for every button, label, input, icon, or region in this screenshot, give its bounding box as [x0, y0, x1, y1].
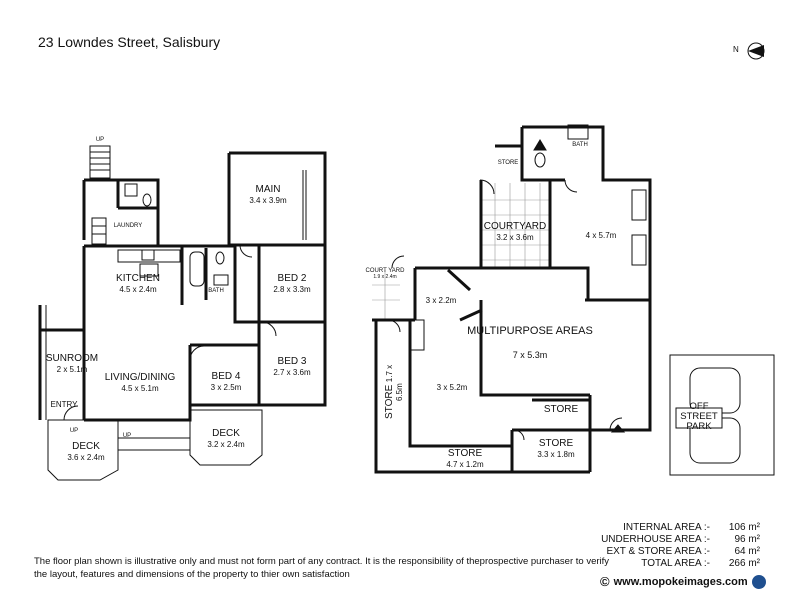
area-row-internal: INTERNAL AREA :-106 m²: [623, 522, 760, 533]
brand-logo-icon: [751, 574, 766, 589]
north-letter: N: [733, 45, 739, 54]
room-4x5-7: 4 x 5.7m: [585, 231, 617, 240]
disclaimer-text: The floor plan shown is illustrative onl…: [34, 556, 610, 581]
room-bath-left: BATH: [208, 288, 224, 294]
room-store-mid: STORE: [543, 404, 579, 415]
room-laundry: LAUNDRY: [113, 223, 143, 229]
deck-up-label: UP: [122, 433, 132, 439]
area-row-underhouse: UNDERHOUSE AREA :-96 m²: [601, 534, 760, 545]
north-arrow-icon: N: [733, 40, 765, 62]
room-3x2-2: 3 x 2.2m: [425, 296, 457, 305]
website-link[interactable]: www.mopokeimages.com: [613, 575, 748, 588]
off-street-park-label: OFF STREET PARK: [680, 401, 718, 432]
room-bath-right: BATH: [572, 142, 588, 148]
area-row-total: TOTAL AREA :-266 m²: [641, 558, 760, 569]
stair-up-label: UP: [95, 137, 105, 143]
brand-footer: © www.mopokeimages.com: [600, 574, 766, 589]
copyright-symbol: ©: [600, 574, 610, 589]
room-store-top: STORE: [497, 160, 519, 166]
room-entry: ENTRY: [50, 400, 78, 409]
area-summary: INTERNAL AREA :-106 m² UNDERHOUSE AREA :…: [560, 522, 760, 570]
room-store-left: STORE 1.7 x 6.5m: [384, 364, 404, 420]
property-address: 23 Lowndes Street, Salisbury: [38, 34, 221, 50]
area-row-ext-store: EXT & STORE AREA :-64 m²: [606, 546, 760, 557]
room-3x5-2: 3 x 5.2m: [436, 383, 468, 392]
entry-up-label: UP: [69, 428, 79, 434]
